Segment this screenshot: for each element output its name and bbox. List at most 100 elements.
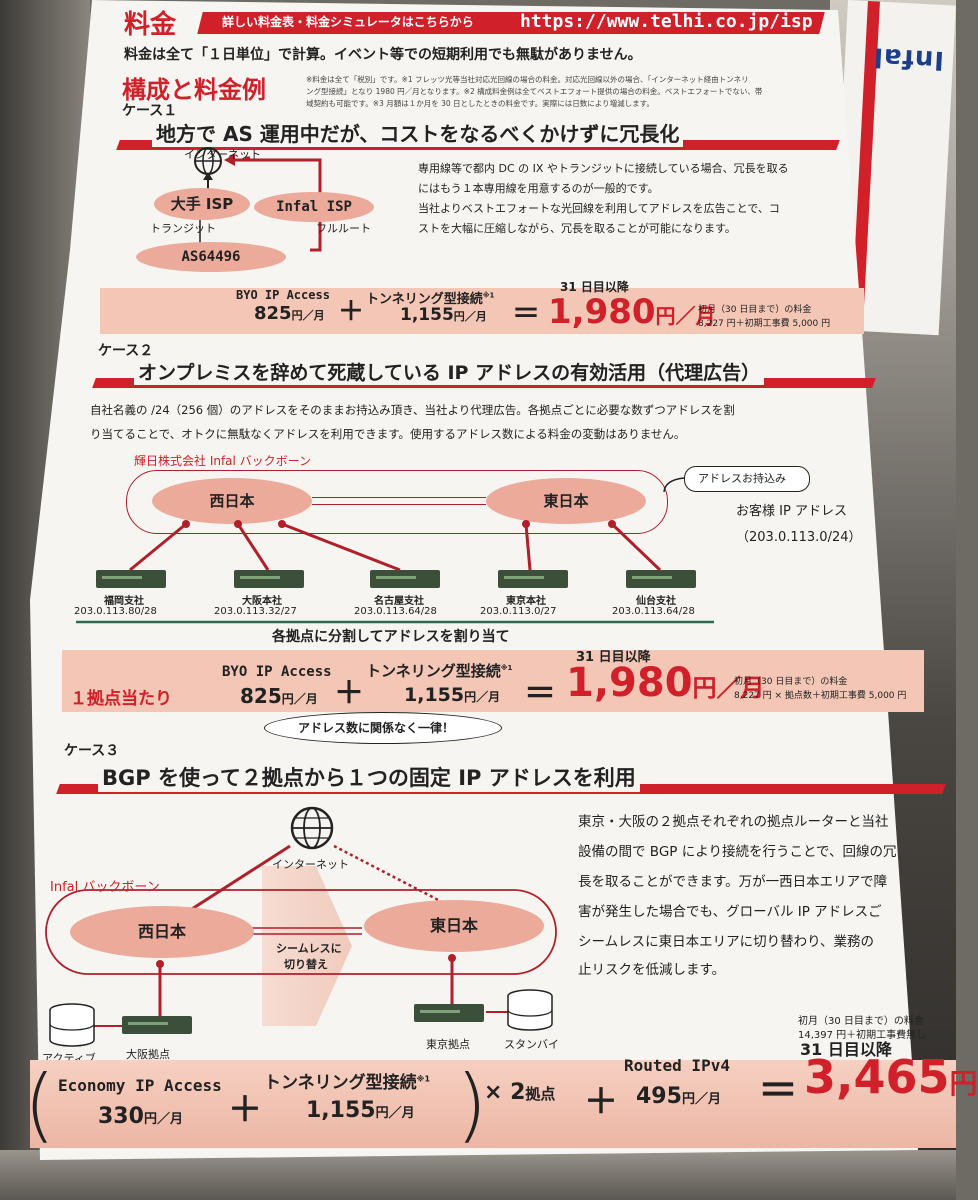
site-name: 大阪本社 bbox=[242, 596, 282, 607]
case2-desc-2: り当てることで、オトクに無駄なくアドレスを利用できます。使用するアドレス数による… bbox=[90, 427, 686, 441]
router-osaka-site bbox=[122, 1016, 192, 1034]
case2-west-node: 西日本 bbox=[152, 478, 312, 524]
case2-split-note: 各拠点に分割してアドレスを割り当て bbox=[272, 629, 510, 645]
case2-east-node: 東日本 bbox=[486, 478, 646, 524]
case3-total: 3,465 bbox=[804, 1050, 950, 1104]
infal-isp-node: Infal ISP bbox=[254, 192, 374, 222]
section-title: 構成と料金例 bbox=[122, 76, 266, 104]
fine-print-1: ※料金は全て「税別」です。※1 フレッツ光等当社対応光回線の場合の料金。対応光回… bbox=[306, 75, 749, 84]
ryokin-heading: 料金 bbox=[124, 10, 177, 40]
full-route-label: フルルート bbox=[316, 222, 371, 235]
case2-price-band bbox=[62, 650, 924, 712]
case2-links bbox=[76, 477, 714, 624]
case2-title: オンプレミスを辞めて死蔵している IP アドレスの有効活用（代理広告） bbox=[134, 358, 765, 385]
case1-desc-4: ストを大幅に圧縮しながら、冗長を取ることが可能になります。 bbox=[418, 222, 736, 235]
case1-byo-price: 825 bbox=[254, 303, 292, 324]
case3-equals: ＝ bbox=[758, 1068, 798, 1114]
osaka-site-label: 大阪拠点 bbox=[126, 1048, 170, 1061]
case2-bubble-text: アドレス数に関係なく一律！ bbox=[298, 721, 455, 735]
case1-total-unit: 円／月 bbox=[655, 304, 716, 328]
case2-bring-bubble bbox=[684, 466, 810, 492]
case1-desc-2: にはもう１本専用線を用意するのが一般的です。 bbox=[418, 182, 659, 195]
case2-byo-label: BYO IP Access bbox=[222, 664, 332, 680]
case3-tunnel-price: 1,155 bbox=[306, 1098, 376, 1123]
banner-text: 詳しい料金表・料金シミュレータはこちらから bbox=[222, 15, 474, 29]
site-prefix: 203.0.113.64/28 bbox=[612, 606, 695, 617]
case3-title: BGP を使って２拠点から１つの固定 IP アドレスを利用 bbox=[98, 762, 640, 792]
case3-routed-unit: 円／月 bbox=[681, 1092, 721, 1107]
site-prefix: 203.0.113.80/28 bbox=[74, 606, 157, 617]
case1-plus: ＋ bbox=[338, 297, 365, 327]
case3-desc-6: 止リスクを低減します。 bbox=[578, 962, 726, 978]
case2-total: 1,980 bbox=[566, 660, 693, 706]
case2-first-month-detail: 8,227 円 × 拠点数＋初期工事費 5,000 円 bbox=[734, 691, 907, 701]
case2-label: ケース２ bbox=[98, 343, 154, 359]
asn-node: AS64496 bbox=[136, 242, 286, 272]
router-tokyo-site bbox=[414, 1004, 484, 1022]
fine-print-2: ング型接続」となり 1980 円／月となります。※2 構成料金例は全てベストエフ… bbox=[306, 87, 763, 96]
router-tokyo bbox=[498, 570, 568, 588]
major-isp-node: 大手 ISP bbox=[154, 188, 250, 220]
case3-internet-label: インターネット bbox=[272, 858, 349, 871]
case2-byo-price: 825 bbox=[240, 684, 282, 708]
case3-economy-label: Economy IP Access bbox=[58, 1076, 222, 1095]
case1-byo-unit: 円／月 bbox=[291, 309, 325, 322]
case2-plus: ＋ bbox=[334, 676, 364, 711]
case1-tunnel-unit: 円／月 bbox=[453, 310, 487, 323]
case3-tunnel-note: ※1 bbox=[416, 1074, 431, 1084]
case3-backbone-label: Infal バックボーン bbox=[50, 880, 160, 895]
case3-desc-1: 東京・大阪の２拠点それぞれの拠点ルーターと当社 bbox=[578, 814, 889, 830]
router-osaka bbox=[234, 570, 304, 588]
url-link[interactable]: https://www.telhi.co.jp/isp bbox=[520, 11, 813, 32]
case3-economy-unit: 円／月 bbox=[143, 1112, 183, 1127]
case3-routed-price: 495 bbox=[636, 1084, 682, 1109]
case2-first-month: 初月（30 日目まで）の料金 bbox=[734, 677, 848, 687]
case3-first-month: 初月（30 日目まで）の料金 bbox=[798, 1016, 924, 1027]
case1-after31: 31 日目以降 bbox=[560, 280, 629, 294]
case3-after31: 31 日目以降 bbox=[800, 1040, 892, 1059]
case3-times-two: × 2 bbox=[484, 1080, 526, 1105]
case3-seamless-2: 切り替え bbox=[284, 958, 328, 971]
site-name: 名古屋支社 bbox=[374, 596, 424, 607]
case1-label: ケース１ bbox=[122, 103, 178, 119]
case2-tunnel-unit: 円／月 bbox=[464, 690, 501, 704]
case2-per-site: １拠点当たり bbox=[70, 689, 172, 709]
router-nagoya bbox=[370, 570, 440, 588]
case1-desc-3: 当社よりベストエフォートな光回線を利用してアドレスを広告ことで、コ bbox=[418, 202, 780, 215]
site-name: 福岡支社 bbox=[104, 596, 144, 607]
router-sendai bbox=[626, 570, 696, 588]
case3-west-node: 西日本 bbox=[70, 906, 254, 958]
case1-first-month-detail: 8,227 円＋初期工事費 5,000 円 bbox=[698, 319, 831, 329]
case3-desc-2: 設備の間で BGP により接続を行うことで、回線の冗 bbox=[578, 844, 897, 860]
case3-east-node: 東日本 bbox=[364, 900, 544, 952]
case2-customer-prefix: （203.0.113.0/24） bbox=[736, 530, 862, 545]
case3-plus-2: ＋ bbox=[584, 1082, 618, 1122]
case1-byo-label: BYO IP Access bbox=[236, 288, 330, 302]
case2-interlink bbox=[312, 497, 486, 505]
case3-seamless-1: シームレスに bbox=[276, 942, 342, 955]
case2-customer-ip: お客様 IP アドレス bbox=[736, 504, 847, 519]
case3-desc-5: シームレスに東日本エリアに切り替わり、業務の bbox=[578, 934, 875, 950]
case2-tunnel-price: 1,155 bbox=[404, 684, 465, 706]
case3-diagram bbox=[45, 806, 557, 1047]
case3-tunnel-label: トンネリング型接続 bbox=[264, 1073, 417, 1093]
case1-tunnel-note: ※1 bbox=[482, 291, 495, 300]
case1-tunnel-label: トンネリング型接続 bbox=[366, 292, 483, 307]
case3-price-band bbox=[30, 1060, 956, 1148]
case1-tunnel-price: 1,155 bbox=[400, 305, 454, 325]
close-paren: ) bbox=[456, 1058, 488, 1151]
router-fukuoka bbox=[96, 570, 166, 588]
case2-backbone-label: 輝日株式会社 Infal バックボーン bbox=[134, 454, 312, 468]
case3-tunnel-unit: 円／月 bbox=[375, 1106, 415, 1121]
transit-label: トランジット bbox=[150, 222, 216, 235]
standby-label: スタンバイ bbox=[504, 1038, 559, 1051]
case3-sites-word: 拠点 bbox=[525, 1085, 556, 1103]
case2-equals: ＝ bbox=[524, 674, 557, 712]
case1-price-band bbox=[100, 288, 864, 334]
case2-backbone-ring bbox=[126, 470, 668, 534]
case2-after31: 31 日目以降 bbox=[576, 650, 651, 665]
case3-label: ケース３ bbox=[64, 743, 120, 759]
case1-equals: ＝ bbox=[512, 297, 541, 330]
site-name: 東京本社 bbox=[506, 596, 546, 607]
case3-plus-1: ＋ bbox=[228, 1090, 262, 1130]
